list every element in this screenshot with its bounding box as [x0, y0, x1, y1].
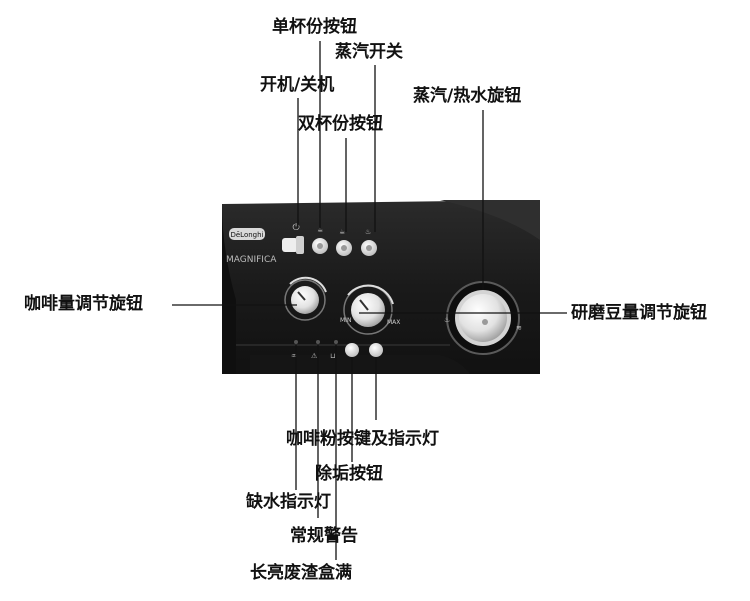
- grounds-icon: ⊔: [330, 352, 335, 360]
- label-power: 开机/关机: [260, 75, 335, 95]
- label-double-cup: 双杯份按钮: [298, 114, 383, 134]
- water-icon: ♒: [291, 352, 297, 360]
- double-cup-icon: ☕: [339, 228, 345, 236]
- label-steam-hot-water-knob: 蒸汽/热水旋钮: [413, 86, 522, 106]
- warning-icon: ⚠: [311, 352, 318, 360]
- steam-switch-button[interactable]: [361, 240, 377, 256]
- coffee-amount-knob[interactable]: [284, 276, 327, 321]
- steam-icon: ♨: [365, 228, 371, 236]
- label-coffee-powder-button: 咖啡粉按键及指示灯: [286, 429, 439, 449]
- label-no-water-light: 缺水指示灯: [246, 492, 331, 512]
- label-general-warning: 常规警告: [290, 526, 358, 546]
- delonghi-logo: DēLonghi: [229, 228, 265, 240]
- svg-text:DēLonghi: DēLonghi: [230, 231, 263, 239]
- hot-water-dial-icon: ≋: [516, 324, 522, 332]
- single-cup-icon: ☕: [317, 226, 323, 234]
- label-coffee-amount-knob: 咖啡量调节旋钮: [24, 294, 143, 314]
- label-descale-button: 除垢按钮: [315, 464, 383, 484]
- knob-max-label: MAX: [387, 319, 400, 326]
- steam-hot-water-knob[interactable]: [446, 281, 520, 355]
- middle-knob[interactable]: [343, 284, 394, 335]
- grounds-full-light: [334, 340, 338, 344]
- label-grind-amount-knob: 研磨豆量调节旋钮: [571, 303, 707, 323]
- power-icon: ⏻: [292, 222, 299, 233]
- knob-min-label: MIN: [340, 317, 351, 324]
- model-name: MAGNIFICA: [226, 255, 277, 265]
- steam-dial-icon: ♨: [444, 316, 450, 324]
- double-cup-button[interactable]: [336, 240, 352, 256]
- label-single-cup: 单杯份按钮: [272, 17, 357, 37]
- svg-text:⏻: ⏻: [292, 222, 299, 233]
- general-warning-light: [316, 340, 320, 344]
- descale-button[interactable]: [345, 343, 359, 357]
- label-steam-switch: 蒸汽开关: [335, 42, 403, 62]
- label-grounds-box-full: 长亮废渣盒满: [250, 563, 352, 583]
- power-switch[interactable]: [282, 236, 304, 254]
- no-water-light: [294, 340, 298, 344]
- coffee-powder-button[interactable]: [369, 343, 383, 357]
- indicator-row: [294, 340, 338, 344]
- single-cup-button[interactable]: [312, 238, 328, 254]
